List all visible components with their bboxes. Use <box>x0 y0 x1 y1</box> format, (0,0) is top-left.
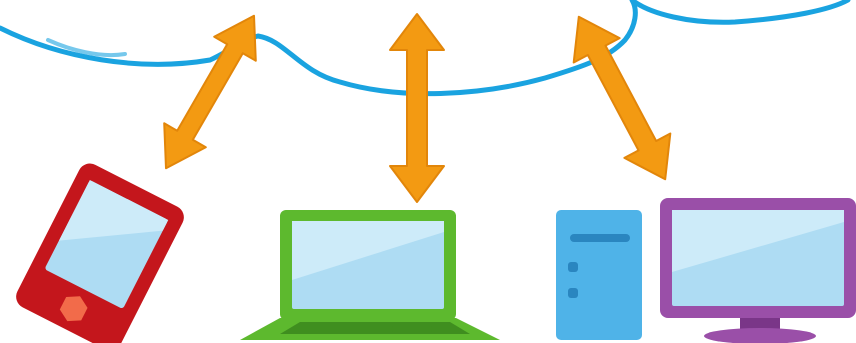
computer-monitor <box>660 198 856 343</box>
computer-tower <box>556 210 642 340</box>
smartphone-icon <box>16 163 184 343</box>
network-line <box>0 0 851 97</box>
desktop-computer-icon <box>556 198 856 343</box>
double-arrow-icon <box>163 14 257 170</box>
double-arrow-icon <box>389 13 445 203</box>
touchpad <box>392 326 432 332</box>
laptop-icon <box>240 210 500 340</box>
cloud-line-icon <box>0 0 851 97</box>
cloud-line-wisp <box>46 38 127 57</box>
double-arrow-icon <box>572 15 672 181</box>
connection-arrows <box>163 13 672 203</box>
home-button <box>59 296 88 322</box>
